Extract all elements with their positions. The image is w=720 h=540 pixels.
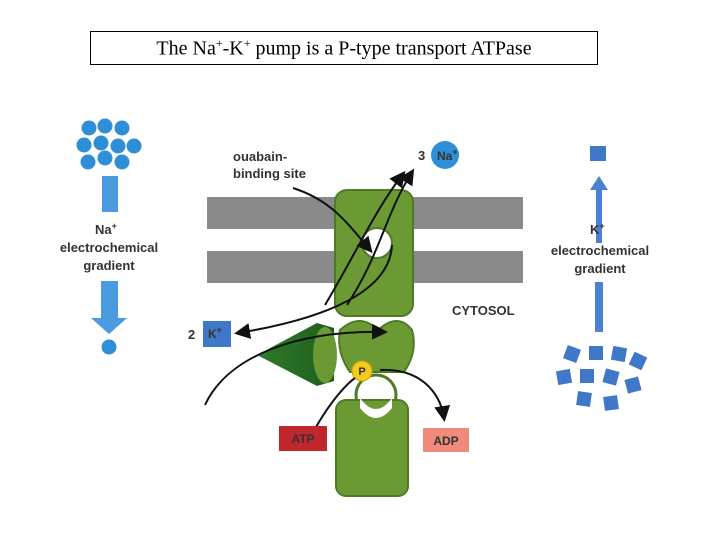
ouabain-label-line1: ouabain- [233, 149, 287, 164]
ouabain-label-line2: binding site [233, 166, 306, 181]
sodium-gradient-label-line2: gradient [83, 258, 135, 273]
potassium-ion-label: K+ [208, 325, 222, 341]
sodium-count: 3 [418, 148, 425, 163]
potassium-cluster [555, 345, 648, 411]
potassium-count: 2 [188, 327, 195, 342]
slide-title: The Na+-K+ pump is a P-type transport AT… [156, 36, 532, 60]
potassium-gradient-arrow-up [590, 176, 608, 243]
sodium-gradient-ion: Na+ [95, 221, 117, 237]
nucleotide-domain [338, 320, 415, 373]
potassium-ion-high [590, 146, 606, 161]
atp-box [279, 426, 327, 451]
sodium-gradient-bar-top [102, 176, 118, 212]
actuator-domain [257, 323, 334, 386]
phosphorylation-domain [335, 399, 409, 497]
adp-box [423, 428, 469, 452]
potassium-ion-badge [203, 321, 231, 347]
atp-label: ATP [291, 432, 314, 446]
sodium-ion-badge [431, 141, 459, 169]
potassium-influx-arrow [234, 244, 393, 339]
phosphate-label: P [358, 366, 365, 378]
cytosol-label: CYTOSOL [452, 303, 515, 318]
sodium-ion-label: Na+ [437, 147, 458, 163]
adp-label: ADP [433, 434, 458, 448]
sodium-ion-low [101, 339, 117, 355]
potassium-gradient-label-line1: electrochemical [551, 243, 649, 258]
title-box: The Na+-K+ pump is a P-type transport AT… [90, 31, 598, 65]
adp-output-arrow [379, 368, 451, 422]
sodium-cluster [76, 118, 142, 170]
transport-arrows [204, 168, 451, 439]
phosphate-group [351, 360, 373, 382]
potassium-gradient-bar-bottom [595, 282, 603, 332]
potassium-gradient-ion: K+ [590, 221, 605, 237]
sodium-gradient-arrow-down [91, 281, 127, 334]
sodium-gradient-label-line1: electrochemical [60, 240, 158, 255]
ouabain-pointer [292, 187, 373, 254]
potassium-gradient-label-line2: gradient [574, 261, 626, 276]
potassium-influx-arrow-2 [204, 323, 388, 406]
sodium-efflux-arrow-2 [324, 170, 406, 306]
